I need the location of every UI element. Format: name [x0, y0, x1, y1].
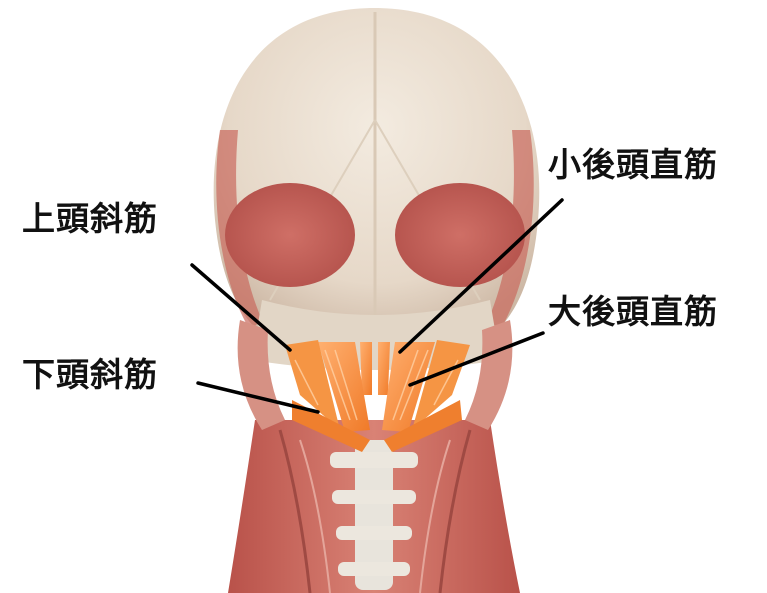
- skull: [214, 8, 540, 350]
- label-rectus-major: 大後頭直筋: [548, 295, 718, 328]
- label-superior-oblique: 上頭斜筋: [22, 202, 158, 235]
- label-inferior-oblique: 下頭斜筋: [22, 358, 158, 391]
- skull-base: [238, 300, 513, 430]
- label-rectus-minor: 小後頭直筋: [548, 148, 718, 181]
